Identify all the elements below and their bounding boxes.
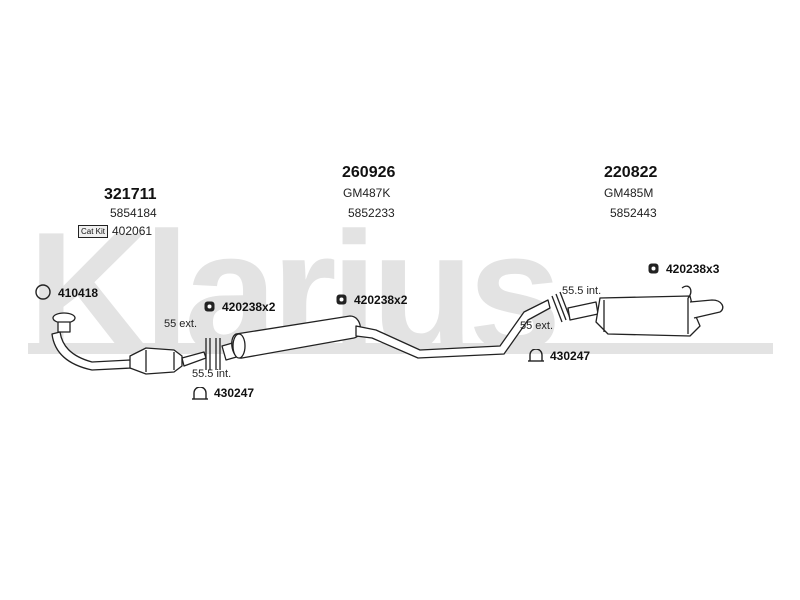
mount-front-ref: 420238x2 <box>222 300 276 314</box>
cat-kit-ref: 402061 <box>112 224 153 238</box>
front-int-dim: 55.5 int. <box>192 368 232 380</box>
clamp-front-ref: 430247 <box>214 386 255 400</box>
cat-kit-label: Cat Kit <box>78 225 109 238</box>
rear-ext-dim: 55 ext. <box>520 320 554 332</box>
mount-rear-ref: 420238x3 <box>666 262 720 276</box>
rear-part-number: 220822 <box>604 164 658 181</box>
rubber-mount-icon <box>336 294 347 305</box>
rear-code: GM485M <box>604 186 654 200</box>
pipe-clamp-icon <box>528 349 544 362</box>
front-joint <box>205 338 221 370</box>
rear-silencer[interactable] <box>567 285 724 337</box>
rubber-mount-icon <box>204 301 215 312</box>
centre-silencer[interactable] <box>221 299 551 361</box>
front-ext-dim: 55 ext. <box>164 318 198 330</box>
rear-oe-number: 5852443 <box>610 206 657 220</box>
gasket-ref: 410418 <box>58 286 99 300</box>
rubber-mount-icon <box>648 263 659 274</box>
ring-gasket-icon <box>35 284 51 300</box>
mount-mid-ref: 420238x2 <box>354 293 408 307</box>
front-downpipe[interactable] <box>51 312 207 375</box>
middle-part-number: 260926 <box>342 164 396 181</box>
middle-code: GM487K <box>343 186 391 200</box>
rear-int-dim: 55.5 int. <box>562 285 602 297</box>
middle-oe-number: 5852233 <box>348 206 395 220</box>
clamp-rear-ref: 430247 <box>550 349 591 363</box>
front-part-number: 321711 <box>104 186 157 203</box>
front-oe-number: 5854184 <box>110 206 157 220</box>
pipe-clamp-icon <box>192 387 208 400</box>
